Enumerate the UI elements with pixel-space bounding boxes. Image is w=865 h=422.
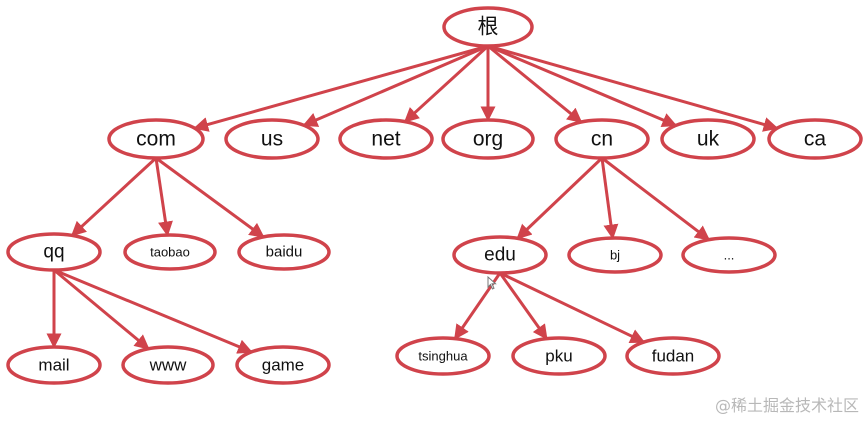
node-pku: pku xyxy=(511,336,607,376)
node-net-label: net xyxy=(371,128,400,151)
node-cn-ellipse xyxy=(554,118,650,160)
node-com-ellipse xyxy=(107,118,205,160)
node-qq: qq xyxy=(6,232,102,272)
node-www-ellipse xyxy=(121,345,215,385)
edge-root-to-net xyxy=(403,44,490,123)
node-net: net xyxy=(338,118,434,160)
node-taobao-label: taobao xyxy=(150,245,190,260)
node-tsinghua-ellipse xyxy=(395,336,491,376)
node-org-label: org xyxy=(473,128,503,151)
node-more-label: ... xyxy=(724,248,735,263)
edge-qq-to-game xyxy=(53,268,253,354)
node-bj: bj xyxy=(567,236,663,274)
node-baidu: baidu xyxy=(237,233,331,271)
edge-root-to-ca xyxy=(487,44,779,132)
edge-edu-to-pku xyxy=(498,272,548,340)
node-taobao-ellipse xyxy=(123,233,217,271)
mouse-cursor-icon xyxy=(487,276,497,290)
node-ca-ellipse xyxy=(767,118,863,160)
node-org-ellipse xyxy=(441,118,535,160)
node-us-ellipse xyxy=(224,118,320,160)
node-edu-ellipse xyxy=(452,235,548,275)
node-tsinghua: tsinghua xyxy=(395,336,491,376)
node-net-ellipse xyxy=(338,118,434,160)
edge-edu-to-fudan xyxy=(499,271,646,344)
node-game-ellipse xyxy=(235,345,331,385)
node-pku-label: pku xyxy=(545,347,572,366)
node-www-label: www xyxy=(149,356,188,375)
node-mail-label: mail xyxy=(38,356,69,375)
node-cn: cn xyxy=(554,118,650,160)
edge-cn-to-edu xyxy=(516,156,604,240)
edge-cn-to-more xyxy=(601,156,711,241)
node-edu-label: edu xyxy=(484,245,516,266)
watermark: @稀土掘金技术社区 xyxy=(714,396,859,415)
edge-com-to-taobao xyxy=(154,157,173,237)
node-game: game xyxy=(235,345,331,385)
node-www: www xyxy=(121,345,215,385)
node-bj-label: bj xyxy=(610,248,620,263)
node-baidu-label: baidu xyxy=(266,244,303,261)
edges xyxy=(46,44,779,354)
edge-root-to-us xyxy=(302,44,489,127)
node-root-label: 根 xyxy=(478,16,499,39)
edge-root-to-cn xyxy=(487,44,583,124)
node-qq-label: qq xyxy=(43,242,64,263)
node-ca: ca xyxy=(767,118,863,160)
node-cn-label: cn xyxy=(591,128,613,151)
node-us-label: us xyxy=(261,128,283,151)
node-org: org xyxy=(441,118,535,160)
node-ca-label: ca xyxy=(804,128,827,151)
edge-root-to-com xyxy=(193,44,489,132)
edge-cn-to-bj xyxy=(600,157,619,240)
node-bj-ellipse xyxy=(567,236,663,274)
node-uk-label: uk xyxy=(697,128,720,151)
node-pku-ellipse xyxy=(511,336,607,376)
node-fudan-label: fudan xyxy=(652,347,695,366)
node-fudan: fudan xyxy=(625,336,721,376)
node-fudan-ellipse xyxy=(625,336,721,376)
edge-qq-to-www xyxy=(53,268,150,350)
node-baidu-ellipse xyxy=(237,233,331,271)
edge-root-to-uk xyxy=(487,44,678,128)
node-more-ellipse xyxy=(681,236,777,274)
edge-com-to-baidu xyxy=(155,156,265,239)
node-mail: mail xyxy=(6,345,102,385)
node-game-label: game xyxy=(262,356,305,375)
node-edu: edu xyxy=(452,235,548,275)
node-qq-ellipse xyxy=(6,232,102,272)
node-mail-ellipse xyxy=(6,345,102,385)
node-taobao: taobao xyxy=(123,233,217,271)
node-com-label: com xyxy=(136,128,176,151)
node-com: com xyxy=(107,118,205,160)
node-root-ellipse xyxy=(442,6,534,48)
edge-com-to-qq xyxy=(70,156,158,237)
nodes: 根 com us net org cn uk ca qq taobao baidu edu bj... m… xyxy=(6,6,863,385)
node-root: 根 xyxy=(442,6,534,48)
node-us: us xyxy=(224,118,320,160)
node-uk: uk xyxy=(660,118,756,160)
node-tsinghua-label: tsinghua xyxy=(418,349,468,364)
node-uk-ellipse xyxy=(660,118,756,160)
node-more: ... xyxy=(681,236,777,274)
